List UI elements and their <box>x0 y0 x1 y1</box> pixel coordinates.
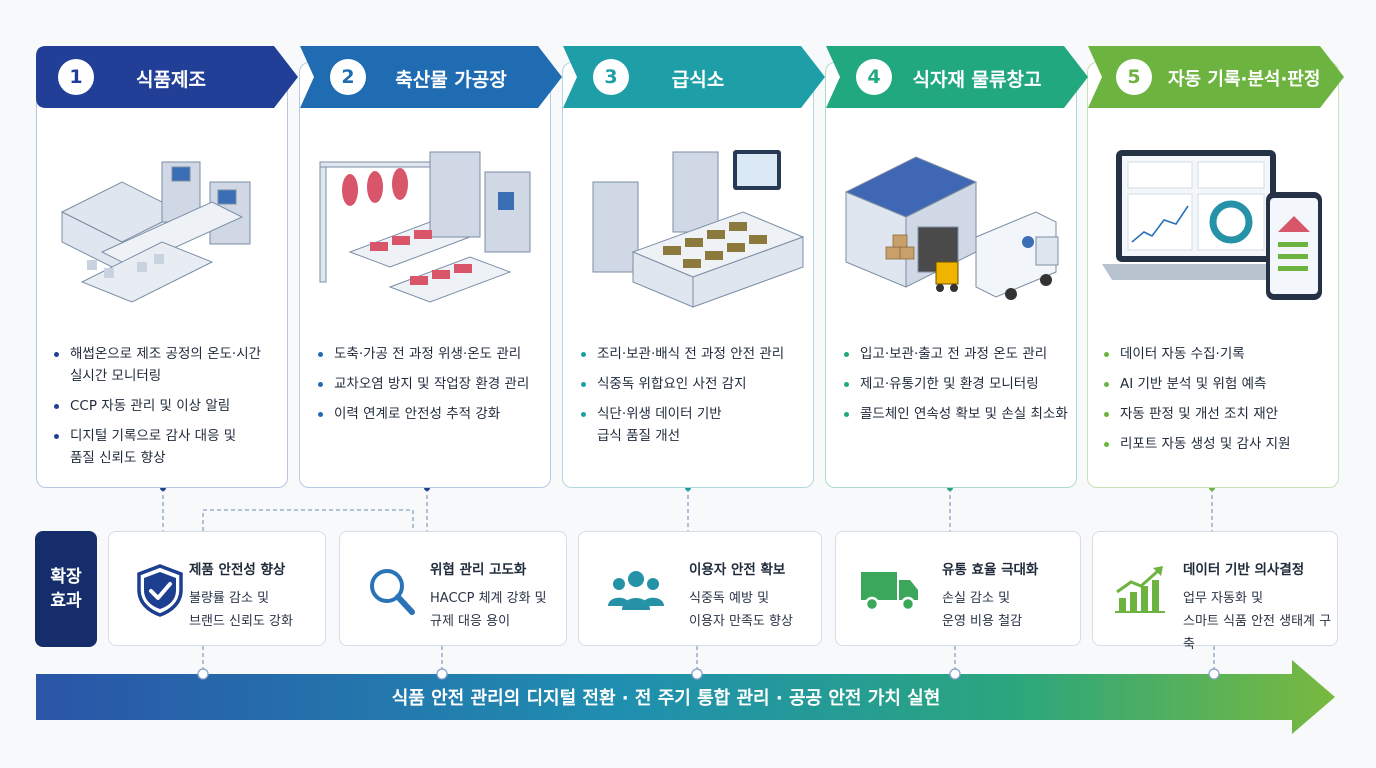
bullet-item: 자동 판정 및 개선 조치 재안 <box>1098 403 1333 425</box>
effect-title: 위협 관리 고도화 <box>430 562 527 578</box>
people-group-icon <box>608 571 664 610</box>
stage-title: 축산물 가공장 <box>395 69 507 91</box>
effect-desc: 손실 감소 및 운영 비용 철감 <box>942 591 1023 629</box>
effect-title: 제품 안전성 향상 <box>189 562 286 578</box>
bullet-item: 해썹온으로 제조 공정의 온도·시간 실시간 모니터링 <box>48 343 283 387</box>
bullet-item: 입고·보관·출고 전 과정 온도 관리 <box>838 343 1078 365</box>
analytics-dashboard-devices-illustration <box>1102 150 1322 300</box>
effect-card-2: 위협 관리 고도화 HACCP 체계 강화 및 규제 대응 용이 <box>339 531 567 646</box>
stage-header-1: 1 식품제조 <box>36 46 298 108</box>
effects-label: 확장 효과 <box>35 531 97 647</box>
truck-icon <box>861 572 918 612</box>
effect-title: 데이터 기반 의사결정 <box>1183 562 1305 578</box>
bullet-item: CCP 자동 관리 및 이상 알림 <box>48 395 283 417</box>
bullet-item: 리포트 자동 생성 및 감사 지원 <box>1098 433 1333 455</box>
bullet-item: 식단·위생 데이터 기반 급식 품질 개선 <box>575 403 810 447</box>
stage-header-3: 3 급식소 <box>563 46 825 108</box>
effect-card-5: 데이터 기반 의사결정 업무 자동화 및 스마트 식품 안전 생태계 구축 <box>1092 531 1338 652</box>
bullet-item: 식중독 위합요인 사전 감지 <box>575 373 810 395</box>
stage-title: 급식소 <box>671 69 725 91</box>
effect-card-1: 제품 안전성 향상 불량률 감소 및 브랜드 신뢰도 강화 <box>108 531 326 646</box>
institutional-kitchen-illustration <box>592 150 805 308</box>
stage-title: 식품제조 <box>136 69 206 91</box>
bullet-item: AI 기반 분석 및 위험 예측 <box>1098 373 1333 395</box>
bullet-item: 데이터 자동 수집·기록 <box>1098 343 1333 365</box>
bullet-item: 교차오염 방지 및 작업장 환경 관리 <box>312 373 547 395</box>
bottom-banner-text: 식품 안전 관리의 디지털 전환 · 전 주기 통합 관리 · 공공 안전 가치… <box>391 688 941 709</box>
shield-check-icon <box>137 564 183 617</box>
stage-4-bullets: 입고·보관·출고 전 과정 온도 관리 제고·유통기한 및 환경 모니터링 콜드… <box>838 343 1078 433</box>
effect-desc: HACCP 체계 강화 및 규제 대응 용이 <box>430 591 547 629</box>
stage-header-5: 5 자동 기록·분석·판정 <box>1088 46 1344 108</box>
stage-2-bullets: 도축·가공 전 과정 위생·온도 관리 교차오염 방지 및 작업장 환경 관리 … <box>312 343 547 433</box>
stage-number: 3 <box>593 59 629 95</box>
effect-card-3: 이용자 안전 확보 식중독 예방 및 이용자 만족도 향상 <box>578 531 822 646</box>
bullet-item: 이력 연계로 안전성 추적 강화 <box>312 403 547 425</box>
effect-desc: 업무 자동화 및 스마트 식품 안전 생태계 구축 <box>1183 591 1332 652</box>
effect-desc: 불량률 감소 및 브랜드 신뢰도 강화 <box>189 591 293 629</box>
bullet-item: 제고·유통기한 및 환경 모니터링 <box>838 373 1078 395</box>
bullet-item: 콜드체인 연속성 확보 및 손실 최소화 <box>838 403 1078 425</box>
stage-title: 자동 기록·분석·판정 <box>1168 69 1321 90</box>
stage-number: 4 <box>856 59 892 95</box>
bullet-item: 조리·보관·배식 전 과정 안전 관리 <box>575 343 810 365</box>
effect-desc: 식중독 예방 및 이용자 만족도 향상 <box>689 591 793 629</box>
stage-title: 식자재 물류창고 <box>912 69 1042 91</box>
stage-5-bullets: 데이터 자동 수집·기록 AI 기반 분석 및 위험 예측 자동 판정 및 개선… <box>1098 343 1333 463</box>
meat-processing-plant-illustration <box>319 151 531 303</box>
food-manufacturing-line-illustration <box>60 161 251 303</box>
effect-title: 이용자 안전 확보 <box>689 562 786 578</box>
effect-title: 유통 효율 극대화 <box>942 562 1039 578</box>
bottom-arrow-band <box>36 660 1335 734</box>
magnifier-icon <box>370 569 415 615</box>
stage-header-2: 2 축산물 가공장 <box>300 46 562 108</box>
growth-chart-icon <box>1115 566 1165 613</box>
stage-number: 2 <box>330 59 366 95</box>
stage-number: 1 <box>58 59 94 95</box>
stage-header-4: 4 식자재 물류창고 <box>826 46 1088 108</box>
stage-number: 5 <box>1116 59 1152 95</box>
bullet-item: 도축·가공 전 과정 위생·온도 관리 <box>312 343 547 365</box>
stage-1-bullets: 해썹온으로 제조 공정의 온도·시간 실시간 모니터링 CCP 자동 관리 및 … <box>48 343 283 477</box>
effect-card-4: 유통 효율 극대화 손실 감소 및 운영 비용 철감 <box>835 531 1081 646</box>
bullet-item: 디지털 기록으로 감사 대응 및 품질 신뢰도 향상 <box>48 425 283 469</box>
stage-3-bullets: 조리·보관·배식 전 과정 안전 관리 식중독 위합요인 사전 감지 식단·위생… <box>575 343 810 455</box>
logistics-warehouse-illustration <box>844 156 1059 300</box>
